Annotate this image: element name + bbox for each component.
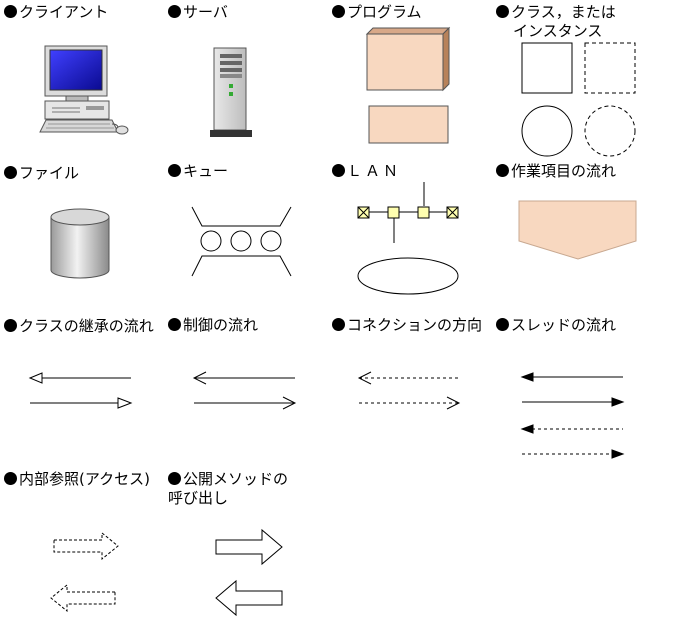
bullet-icon xyxy=(4,5,17,18)
server-icon xyxy=(210,47,252,137)
label-client: クライアント xyxy=(4,3,108,22)
class-inheritance-arrows xyxy=(28,372,133,409)
label-program: プログラム xyxy=(332,3,422,22)
bullet-icon xyxy=(4,166,17,179)
bullet-icon xyxy=(168,318,181,331)
class-instance-icons xyxy=(521,42,636,157)
file-cylinder-icon xyxy=(50,208,110,279)
work-item-flow-icon xyxy=(518,200,637,260)
queue-icon xyxy=(191,206,292,277)
bullet-icon xyxy=(332,5,345,18)
bullet-icon xyxy=(4,319,17,332)
label-queue: キュー xyxy=(168,162,228,181)
label-public-method-call: 公開メソッドの呼び出し xyxy=(168,470,289,507)
label-server: サーバ xyxy=(168,3,228,22)
bullet-icon xyxy=(332,318,345,331)
label-class-instance: クラス，またはインスタンス xyxy=(496,3,616,41)
bullet-icon xyxy=(168,472,181,485)
label-connection-direction: コネクションの方向 xyxy=(332,316,482,335)
lan-icon xyxy=(357,182,459,295)
public-method-call-arrows xyxy=(215,528,283,617)
internal-reference-arrows xyxy=(50,531,119,613)
bullet-icon xyxy=(4,472,17,485)
control-flow-arrows xyxy=(192,371,297,410)
label-work-item-flow: 作業項目の流れ xyxy=(496,162,616,181)
bullet-icon xyxy=(496,164,509,177)
bullet-icon xyxy=(168,164,181,177)
label-internal-reference: 内部参照(アクセス) xyxy=(4,470,150,489)
bullet-icon xyxy=(332,164,345,177)
label-thread-flow: スレッドの流れ xyxy=(496,316,616,335)
bullet-icon xyxy=(496,318,509,331)
program-icon xyxy=(365,26,451,144)
bullet-icon xyxy=(496,5,509,18)
label-control-flow: 制御の流れ xyxy=(168,316,258,335)
client-computer-icon xyxy=(39,45,129,135)
connection-direction-arrows xyxy=(357,371,461,410)
bullet-icon xyxy=(168,5,181,18)
label-lan: ＬＡＮ xyxy=(332,162,401,181)
label-class-inheritance-flow: クラスの継承の流れ xyxy=(4,317,154,336)
label-file: ファイル xyxy=(4,164,79,183)
thread-flow-arrows xyxy=(520,372,625,459)
